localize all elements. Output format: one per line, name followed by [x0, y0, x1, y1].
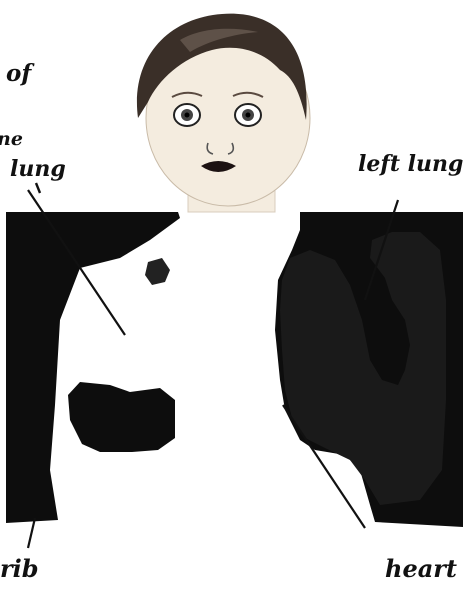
- film-left-dark: [6, 212, 180, 523]
- child-head: [137, 14, 310, 212]
- mid-shadow-speck: [145, 258, 170, 285]
- rib-pointer-line: [28, 518, 35, 548]
- label-lung: lung: [10, 158, 66, 180]
- label-rib: rib: [0, 557, 39, 581]
- lung-label-tick: [36, 183, 40, 193]
- label-ne-fragment: ne: [0, 130, 23, 149]
- label-of: of: [6, 62, 31, 85]
- left-pupil: [185, 113, 190, 118]
- right-pupil: [246, 113, 251, 118]
- label-heart: heart: [385, 557, 457, 581]
- label-left-lung: left lung: [358, 153, 463, 175]
- right-lung-shadow: [68, 382, 175, 452]
